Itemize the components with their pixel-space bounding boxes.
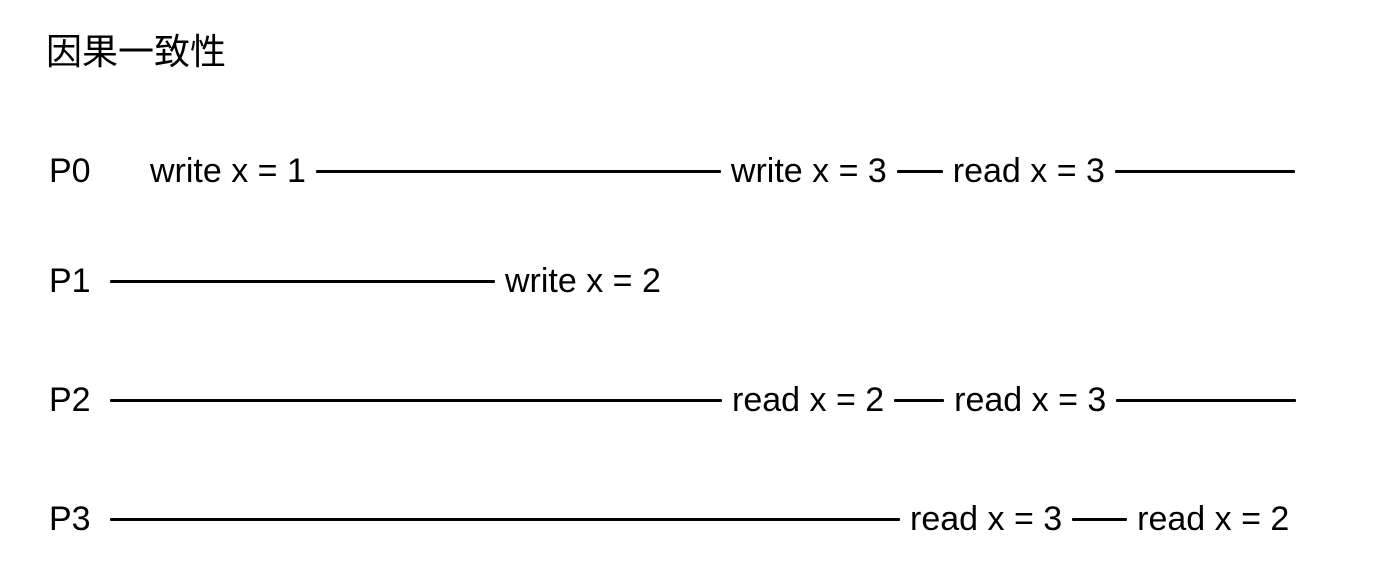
diagram-title: 因果一致性 — [46, 31, 227, 72]
process-row-p2: P2 read x = 2 read x = 3 — [49, 378, 1297, 422]
event-label: read x = 3 — [952, 151, 1105, 190]
process-label: P2 — [49, 380, 91, 419]
timeline-segment — [110, 279, 495, 283]
process-label: P3 — [49, 499, 91, 538]
timeline-segment — [110, 517, 900, 521]
event-label: write x = 1 — [150, 151, 306, 190]
process-row-p1: P1 write x = 2 — [49, 259, 671, 303]
timeline-segment — [1116, 398, 1297, 402]
event-label: read x = 3 — [910, 499, 1063, 538]
timeline-segment — [110, 398, 722, 402]
process-row-p0: P0 write x = 1 write x = 3 read x = 3 — [49, 149, 1295, 193]
timeline-segment — [894, 398, 945, 402]
event-label: read x = 2 — [1137, 499, 1290, 538]
event-label: write x = 3 — [730, 151, 887, 190]
process-row-p3: P3 read x = 3 read x = 2 — [49, 497, 1299, 541]
timeline-segment — [315, 169, 721, 173]
timeline-segment — [1072, 517, 1128, 521]
timeline-segment — [896, 169, 943, 173]
event-label: read x = 2 — [732, 380, 885, 419]
process-label: P0 — [49, 151, 91, 190]
process-label: P1 — [49, 261, 91, 300]
event-label: read x = 3 — [954, 380, 1107, 419]
event-label: write x = 2 — [505, 261, 661, 300]
timeline-segment — [1114, 169, 1295, 173]
